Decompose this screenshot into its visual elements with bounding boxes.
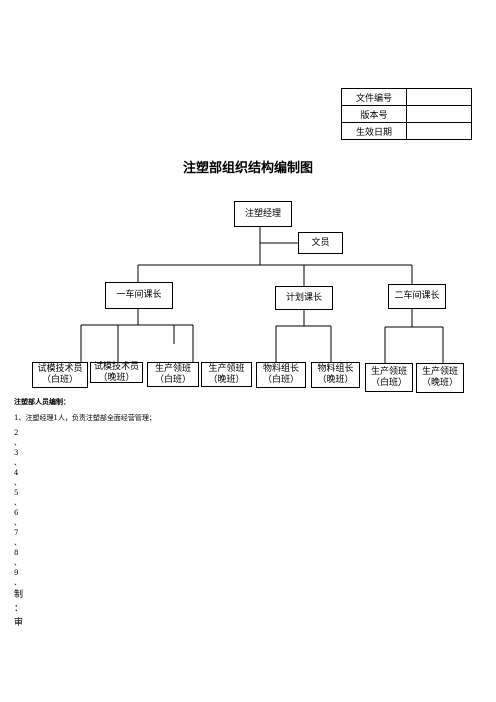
org-node-section1-chief: 一车间课长: [105, 282, 173, 309]
footer-char: 审: [14, 618, 24, 628]
staffing-numbered-list: 2 、 3 、 4 、 5 、 6 、 7 、 8 、 9 、制 ： 审: [14, 428, 28, 630]
org-node-trial-tech-night: 试模技术员（晚班）: [90, 362, 143, 383]
prod1-lead-day-title: 生产领班: [154, 363, 191, 374]
org-node-prod2-lead-day: 生产领班（白班）: [365, 363, 413, 392]
material-lead-day-shift: （白班）: [262, 375, 299, 385]
list-char: 、: [14, 459, 21, 467]
page-title: 注塑部组织结构编制图: [182, 161, 313, 176]
list-char: 、: [14, 579, 21, 587]
list-char: 7: [14, 529, 19, 537]
staffing-heading: 注塑部人员编制：: [14, 398, 70, 406]
org-node-prod2-lead-night: 生产领班（晚班）: [416, 363, 464, 393]
org-node-prod1-lead-night: 生产领班（晚班）: [201, 362, 252, 387]
prod2-lead-day-title: 生产领班: [370, 366, 407, 377]
org-node-clerk-label: 文员: [311, 237, 330, 248]
list-char: 9: [14, 569, 19, 577]
trial-tech-day-title: 试模技术员: [37, 364, 83, 374]
org-node-clerk: 文员: [298, 232, 343, 254]
staffing-item-1: 1、注塑经理1人，负责注塑部全面经营管理；: [14, 414, 156, 422]
org-node-material-lead-day: 物料组长（白班）: [256, 362, 306, 388]
org-node-section2-chief: 二车间课长: [388, 284, 446, 309]
org-node-trial-tech-day: 试模技术员（白班）: [32, 362, 88, 388]
trial-tech-day-shift: （白班）: [41, 375, 78, 385]
org-node-manager-label: 注塑经理: [244, 208, 281, 219]
list-char: 、: [14, 439, 21, 447]
org-node-prod1-lead-day: 生产领班（白班）: [147, 362, 199, 387]
prod1-lead-day-shift: （白班）: [154, 374, 191, 385]
prod1-lead-night-shift: （晚班）: [208, 374, 245, 385]
document-info-table: 文件编号 版本号 生效日期: [341, 88, 472, 140]
list-char: 、: [14, 559, 21, 567]
org-node-manager: 注塑经理: [234, 201, 292, 227]
material-lead-day-title: 物料组长: [262, 364, 299, 374]
effective-date-value: [406, 122, 472, 140]
doc-number-row: 文件编号: [341, 88, 472, 106]
org-node-planning-chief: 计划课长: [275, 286, 333, 310]
prod2-lead-night-title: 生产领班: [421, 367, 458, 377]
material-lead-night-title: 物料组长: [317, 364, 354, 374]
prod2-lead-night-shift: （晚班）: [421, 378, 458, 388]
org-node-section1-label: 一车间课长: [116, 290, 162, 300]
list-char: 3: [14, 449, 19, 457]
list-char: 4: [14, 469, 19, 477]
org-node-material-lead-night: 物料组长（晚班）: [311, 362, 360, 388]
footer-char: ：: [14, 604, 24, 614]
footer-char: 制: [14, 590, 24, 600]
prod1-lead-night-title: 生产领班: [208, 363, 245, 374]
org-node-planning-label: 计划课长: [285, 292, 322, 303]
list-char: 、: [14, 519, 21, 527]
list-char: 、: [14, 499, 21, 507]
trial-tech-night-shift: （晚班）: [98, 372, 135, 383]
trial-tech-night-title: 试模技术员: [93, 361, 139, 372]
list-char: 8: [14, 549, 19, 557]
list-char: 、: [14, 479, 21, 487]
org-node-section2-label: 二车间课长: [394, 291, 440, 301]
list-char: 2: [14, 429, 19, 437]
list-char: 、: [14, 539, 21, 547]
list-char: 5: [14, 489, 19, 497]
effective-date-row: 生效日期: [341, 122, 472, 140]
list-char: 6: [14, 509, 19, 517]
prod2-lead-day-shift: （白班）: [370, 377, 407, 388]
effective-date-label: 生效日期: [341, 122, 407, 140]
version-row: 版本号: [341, 105, 472, 123]
material-lead-night-shift: （晚班）: [317, 375, 354, 385]
